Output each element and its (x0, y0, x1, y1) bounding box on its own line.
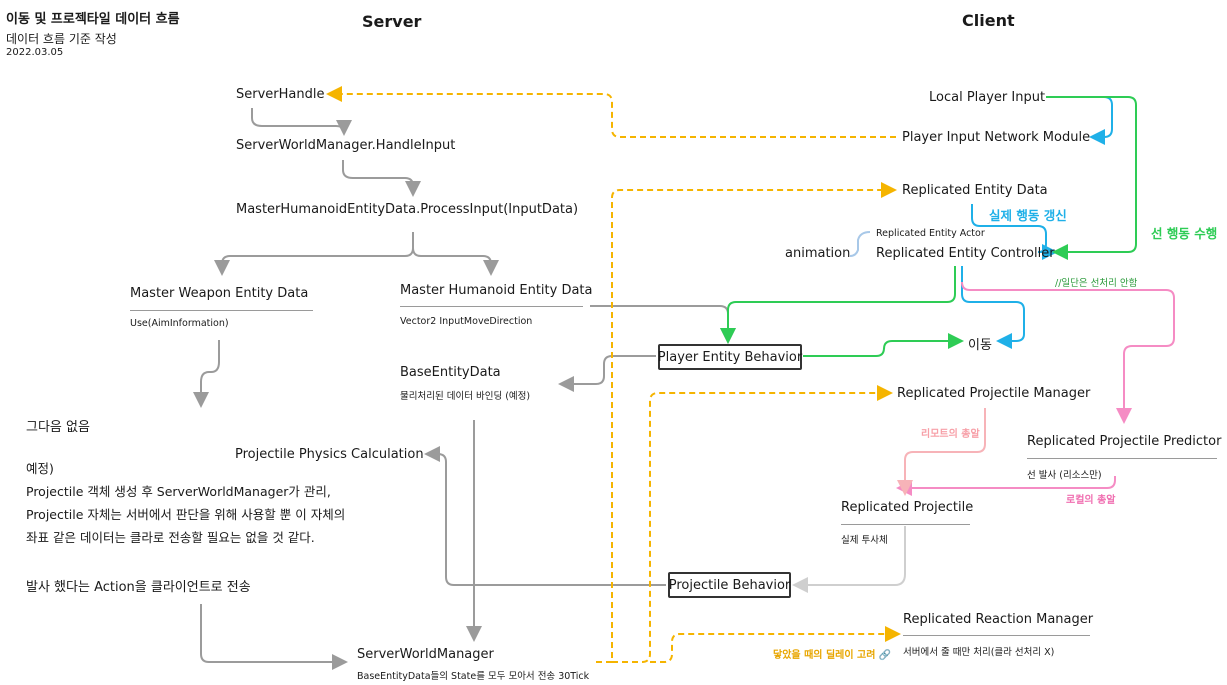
edge-actor-to-animation (849, 231, 871, 257)
edge-worldmanager-to-projmanager (612, 385, 893, 663)
entity-actor-label: Replicated Entity Actor (876, 228, 985, 239)
projectile-predictor-node: Replicated Projectile Predictor (1027, 434, 1222, 449)
edge-weapon-down (193, 340, 220, 408)
projectile-divider (841, 524, 970, 525)
server-world-manager-detail: BaseEntityData들의 State를 모두 모아서 전송 30Tick (357, 671, 590, 682)
weapon-entity-divider (130, 310, 313, 311)
edge-projbehavior-to-physics (424, 446, 666, 586)
projectile-detail: 실제 투사체 (841, 535, 888, 546)
no-pre-process-label: //일단은 선처리 안함 (1055, 278, 1138, 289)
edge-projmanager-to-projectile (897, 408, 986, 496)
edge-humanoid-to-player (590, 305, 736, 344)
delay-note-label: 닿았을 때의 딜레이 고려 🔗 (773, 650, 892, 661)
handle-input-node: ServerWorldManager.HandleInput (236, 138, 456, 153)
edge-localinput-to-controller (1046, 96, 1137, 260)
predictor-divider (1027, 458, 1217, 459)
player-entity-behavior-box: Player Entity Behavior (658, 344, 802, 370)
edge-controller-to-player (720, 266, 956, 344)
humanoid-entity-detail: Vector2 InputMoveDirection (400, 316, 533, 327)
remote-bullet-label: 리모트의 총알 (921, 429, 980, 440)
edge-projectile-to-behavior (792, 526, 906, 593)
fire-action-note: 발사 했다는 Action을 클라이언트로 전송 (26, 580, 251, 595)
humanoid-entity-data-node: Master Humanoid Entity Data (400, 283, 593, 298)
projectile-manager-node: Replicated Projectile Manager (897, 386, 1091, 401)
player-entity-behavior-label: Player Entity Behavior (657, 349, 803, 365)
edge-inputmodule-to-handle (326, 86, 896, 138)
edge-player-to-move (803, 333, 964, 357)
reaction-manager-node: Replicated Reaction Manager (903, 612, 1094, 627)
client-column-heading: Client (962, 11, 1015, 30)
edge-player-to-base (558, 355, 656, 392)
server-column-heading: Server (362, 12, 422, 31)
reaction-divider (903, 635, 1090, 636)
planned-note: 예정) Projectile 객체 생성 후 ServerWorldManage… (26, 461, 346, 545)
actual-update-label: 실제 행동 갱신 (989, 208, 1067, 223)
humanoid-entity-divider (400, 306, 583, 307)
process-input-node: MasterHumanoidEntityData.ProcessInput(In… (236, 202, 579, 217)
nothing-next-note: 그다음 없음 (26, 420, 90, 435)
server-handle-node: ServerHandle (236, 87, 325, 102)
replicated-projectile-node: Replicated Projectile (841, 500, 974, 515)
edge-predictor-to-projectile (896, 476, 1116, 496)
doc-title: 이동 및 프로젝타일 데이터 흐름 (6, 12, 180, 27)
edge-worldmanager-to-replicated (596, 182, 897, 663)
doc-date: 2022.03.05 (6, 47, 64, 58)
server-world-manager-node: ServerWorldManager (357, 647, 494, 662)
edge-replicated-to-controller (971, 204, 1058, 260)
replicated-entity-controller-node: Replicated Entity Controller (876, 246, 1055, 261)
projectile-physics-node: Projectile Physics Calculation (235, 447, 424, 462)
edge-handleinput-to-process (342, 160, 421, 197)
local-player-input-node: Local Player Input (929, 90, 1046, 105)
base-entity-data-node: BaseEntityData (400, 365, 501, 380)
predictor-detail: 선 발사 (리소스만) (1027, 470, 1102, 481)
edge-fire-to-worldmanager (200, 604, 348, 670)
projectile-behavior-label: Projectile Behavior (668, 577, 791, 593)
edge-process-split (214, 232, 414, 276)
projectile-behavior-box: Projectile Behavior (668, 572, 791, 598)
edge-controller-to-move (961, 266, 1025, 349)
edge-worldmanager-to-reaction (650, 626, 901, 663)
weapon-entity-data-node: Master Weapon Entity Data (130, 286, 309, 301)
local-bullet-label: 로컬의 총알 (1066, 495, 1116, 506)
edge-controller-to-predictor (961, 281, 1175, 424)
doc-subtitle: 데이터 흐름 기준 작성 (6, 32, 117, 46)
input-network-module-node: Player Input Network Module (902, 130, 1091, 145)
weapon-entity-detail: Use(AimInformation) (130, 318, 229, 329)
reaction-detail: 서버에서 줄 때만 처리(클라 선처리 X) (903, 647, 1055, 658)
edge-handle-to-handleinput (251, 108, 352, 136)
pre-action-label: 선 행동 수행 (1151, 226, 1218, 241)
animation-node: animation (785, 246, 851, 261)
base-entity-detail: 물리처리된 데이터 바인딩 (예정) (400, 391, 531, 402)
move-node: 이동 (968, 338, 992, 353)
replicated-entity-data-node: Replicated Entity Data (902, 183, 1048, 198)
